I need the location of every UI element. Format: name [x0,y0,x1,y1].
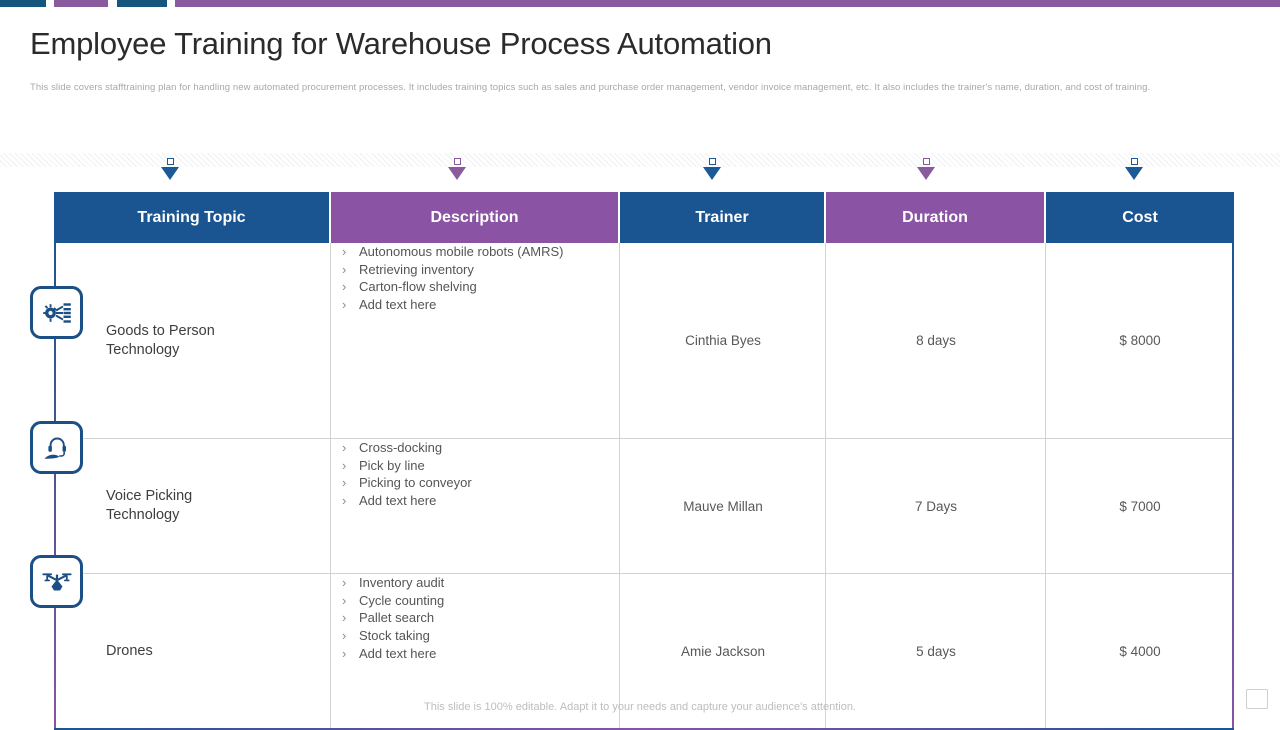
cell-cost: $ 4000 [1119,644,1161,659]
cell-training-topic: Drones [54,574,331,729]
cell-training-topic: Voice Picking Technology [54,439,331,573]
list-item: ›Add text here [342,645,437,661]
marker-duration [913,158,939,180]
cell-duration: 5 days [826,574,1046,729]
chevron-right-icon: › [342,261,347,277]
cell-trainer: Mauve Millan [620,439,826,573]
chevron-right-icon: › [342,592,347,608]
marker-triangle-down-icon [703,167,721,180]
marker-square-icon [708,158,716,165]
marker-triangle-down-icon [448,167,466,180]
table-row: Voice Picking Technology ›Cross-docking … [54,439,1234,574]
marker-training-topic [157,158,183,180]
marker-triangle-down-icon [161,167,179,180]
description-list: ›Inventory audit ›Cycle counting ›Pallet… [342,574,444,663]
marker-square-icon [922,158,930,165]
chevron-right-icon: › [342,493,347,509]
chevron-right-icon: › [342,440,347,455]
top-decorative-bar [0,0,1280,7]
list-item: ›Autonomous mobile robots (AMRS) [342,244,564,259]
robot-automation-icon [30,286,83,339]
topic-line-1: Drones [106,643,153,659]
topic-line-1: Goods to Person [106,322,215,339]
marker-trainer [699,158,725,180]
page-subtitle: This slide covers stafftraining plan for… [30,82,1151,93]
topbar-segment-2 [54,0,108,7]
cell-training-topic: Goods to Person Technology [54,243,331,438]
list-item: ›Picking to conveyor [342,475,472,491]
table-frame-right [1232,243,1234,730]
marker-triangle-down-icon [1125,167,1143,180]
list-item: ›Inventory audit [342,575,445,590]
topic-line-2: Technology [106,507,180,523]
list-item: ›Pick by line [342,457,425,473]
chevron-right-icon: › [342,297,347,313]
chevron-right-icon: › [342,610,347,626]
chevron-right-icon: › [342,575,347,590]
topbar-segment-5 [167,0,175,7]
chevron-right-icon: › [342,279,347,295]
marker-triangle-down-icon [917,167,935,180]
chevron-right-icon: › [342,628,347,644]
topbar-segment-1 [46,0,54,7]
column-header-duration[interactable]: Duration [826,192,1046,243]
cell-cost: $ 8000 [1119,333,1161,348]
topbar-segment-3 [108,0,117,7]
cell-description: ›Cross-docking ›Pick by line ›Picking to… [331,439,620,573]
topic-line-1: Voice Picking [106,488,193,504]
drone-icon [30,555,83,608]
cell-trainer: Cinthia Byes [620,243,826,438]
list-item: ›Add text here [342,493,437,509]
chevron-right-icon: › [342,244,347,259]
cell-description: ›Autonomous mobile robots (AMRS) ›Retrie… [331,243,620,438]
training-plan-table: Training Topic Description Trainer Durat… [54,192,1234,730]
list-item: ›Add text here [342,297,437,313]
list-item: ›Stock taking [342,628,430,644]
topic-line-2: Technology [106,341,180,358]
topbar-segment-0 [0,0,46,7]
marker-square-icon [166,158,174,165]
marker-cost [1121,158,1147,180]
chevron-right-icon: › [342,457,347,473]
list-item: ›Carton-flow shelving [342,279,477,295]
table-frame-left [54,243,56,730]
description-list: ›Autonomous mobile robots (AMRS) ›Retrie… [342,243,563,314]
marker-square-icon [453,158,461,165]
cell-trainer: Amie Jackson [620,574,826,729]
column-header-cost[interactable]: Cost [1046,192,1234,243]
table-header-row: Training Topic Description Trainer Durat… [54,192,1234,243]
topbar-segment-6 [175,0,1280,7]
corner-placeholder-box[interactable] [1246,689,1268,709]
list-item: ›Retrieving inventory [342,261,474,277]
cell-duration: 7 Days [826,439,1046,573]
list-item: ›Cross-docking [342,440,443,455]
column-header-trainer[interactable]: Trainer [620,192,826,243]
page-title: Employee Training for Warehouse Process … [30,26,772,61]
marker-description [444,158,470,180]
footer-note: This slide is 100% editable. Adapt it to… [424,701,856,713]
list-item: ›Cycle counting [342,592,445,608]
headset-icon [30,421,83,474]
topbar-segment-4 [117,0,167,7]
column-header-description[interactable]: Description [331,192,620,243]
cell-cost: $ 7000 [1119,498,1161,514]
cell-description: ›Inventory audit ›Cycle counting ›Pallet… [331,574,620,729]
hatch-divider-band [0,153,1280,167]
table-row: Drones ›Inventory audit ›Cycle counting … [54,574,1234,730]
list-item: ›Pallet search [342,610,435,626]
chevron-right-icon: › [342,645,347,661]
marker-square-icon [1130,158,1138,165]
table-row: Goods to Person Technology ›Autonomous m… [54,243,1234,439]
description-list: ›Cross-docking ›Pick by line ›Picking to… [342,439,472,510]
cell-duration: 8 days [826,243,1046,438]
chevron-right-icon: › [342,475,347,491]
column-header-training-topic[interactable]: Training Topic [54,192,331,243]
